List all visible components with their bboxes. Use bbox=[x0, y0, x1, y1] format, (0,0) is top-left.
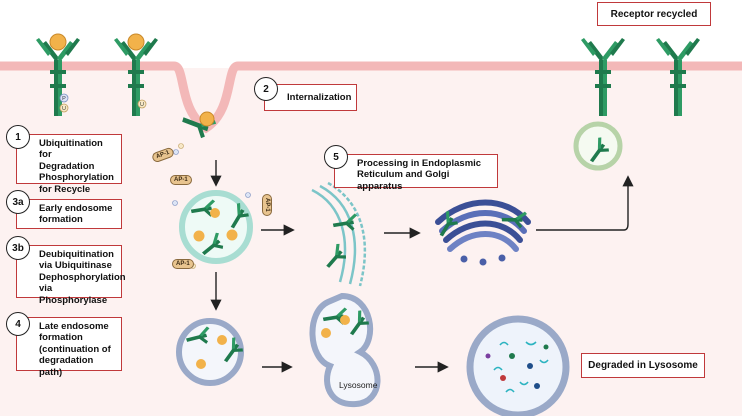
ubiquitin-dot bbox=[173, 149, 179, 155]
step-3b-number: 3b bbox=[6, 236, 30, 260]
phospho-dot bbox=[178, 143, 184, 149]
endoplasmic-reticulum bbox=[311, 181, 367, 287]
recycled-receptor-1 bbox=[581, 38, 625, 116]
step-3a-number: 3a bbox=[6, 190, 30, 214]
phospho-mark-1: P bbox=[59, 93, 69, 103]
step-1-label: Ubiquitination for Degradation Phosphory… bbox=[16, 134, 122, 195]
phospho-dot bbox=[172, 200, 178, 206]
phospho-dot bbox=[245, 192, 251, 198]
internalized-ligand bbox=[199, 111, 215, 127]
step-3b-label: Deubiquitination via Ubiquitinase Dephos… bbox=[16, 245, 126, 306]
step-2-number: 2 bbox=[254, 77, 278, 101]
endosome-ligand-2 bbox=[226, 229, 238, 241]
step-4-label: Late endosome formation (continuation of… bbox=[16, 317, 122, 378]
late-endosome-ligand-1 bbox=[196, 359, 206, 369]
flow-arrows bbox=[210, 160, 634, 373]
degraded-in-lysosome-label: Degraded in Lysosome bbox=[581, 353, 705, 378]
step-1-number: 1 bbox=[6, 125, 30, 149]
endosome-ligand-1 bbox=[193, 230, 205, 242]
surface-receptor-1 bbox=[36, 33, 80, 116]
surface-receptor-2 bbox=[114, 33, 158, 116]
svg-text:U: U bbox=[62, 106, 66, 112]
svg-text:U: U bbox=[140, 102, 144, 108]
ubiquitin-mark-2: U bbox=[137, 99, 147, 109]
golgi-apparatus bbox=[435, 199, 531, 266]
lysosome bbox=[466, 315, 570, 416]
svg-text:P: P bbox=[62, 96, 66, 102]
step-4-number: 4 bbox=[6, 312, 30, 336]
receptor-recycled-label: Receptor recycled bbox=[597, 2, 711, 26]
step-5-label: Processing in Endoplasmic Reticulum and … bbox=[334, 154, 498, 192]
late-endosome-ligand-2 bbox=[217, 335, 227, 345]
ubiquitin-mark-1: U bbox=[59, 103, 69, 113]
recycled-receptor-2 bbox=[656, 38, 700, 116]
step-3a-label: Early endosome formation bbox=[16, 199, 122, 229]
endosome-ligand-3 bbox=[210, 208, 220, 218]
fusion-ligand-1 bbox=[321, 328, 331, 338]
ap1-tag-3: AP-1 bbox=[262, 194, 272, 216]
ap1-tag-4: AP-1 bbox=[172, 259, 194, 269]
lysosome-label: Lysosome bbox=[339, 380, 378, 390]
ap1-tag-2: AP-1 bbox=[170, 175, 192, 185]
fusion-ligand-2 bbox=[340, 315, 350, 325]
degraded-fragments bbox=[485, 341, 549, 393]
plasma-membrane bbox=[0, 61, 742, 134]
step-5-number: 5 bbox=[324, 145, 348, 169]
